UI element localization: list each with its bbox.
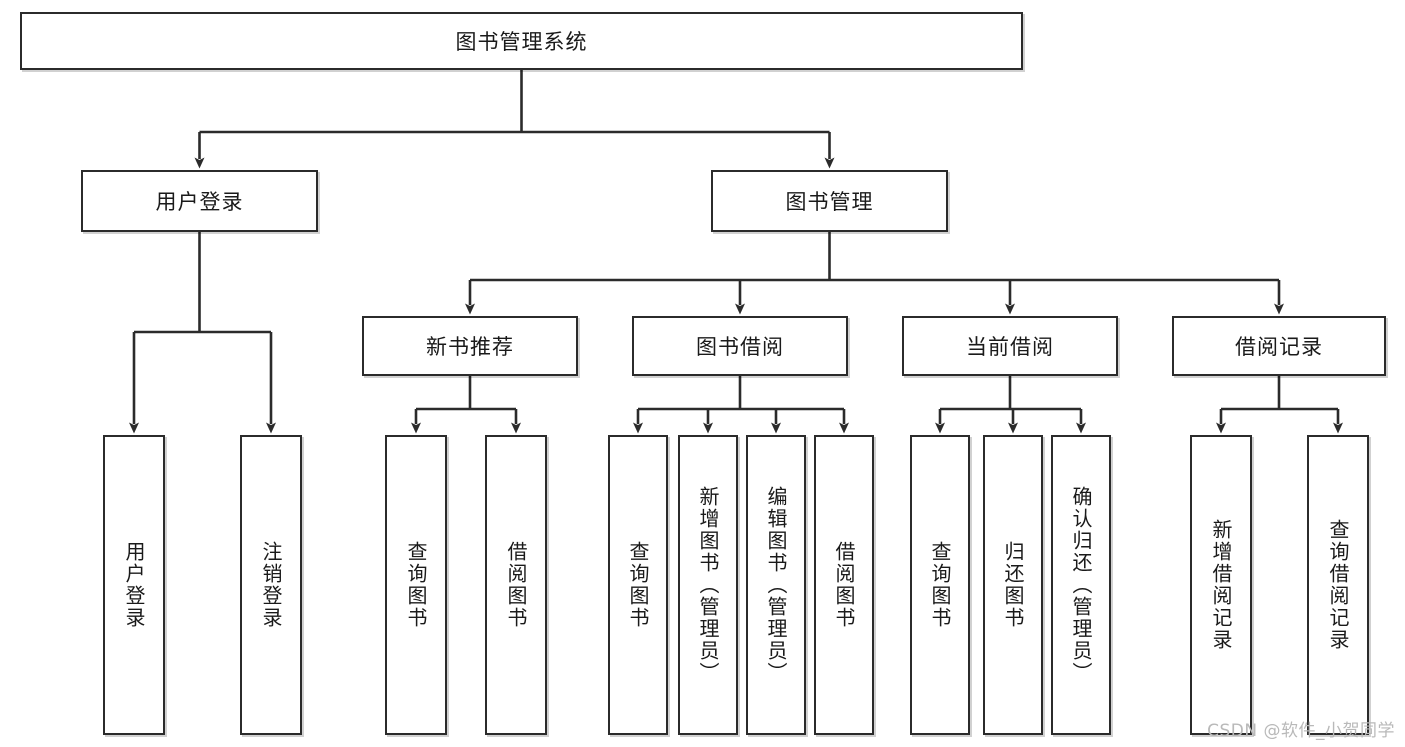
node-label: 查询图书 [404,541,428,629]
node-leaf-add-book[interactable]: 新增图书（管理员） [678,435,738,735]
node-leaf-query-record[interactable]: 查询借阅记录 [1307,435,1369,735]
node-label: 借阅记录 [1235,335,1323,359]
node-label: 归还图书 [1001,541,1025,629]
node-label: 确认归还（管理员） [1069,486,1093,684]
node-label: 当前借阅 [966,335,1054,359]
node-label: 查询借阅记录 [1326,519,1350,651]
node-label: 图书管理 [785,190,874,214]
node-label: 借阅图书 [504,541,528,629]
node-borrow-record[interactable]: 借阅记录 [1172,316,1386,376]
node-label: 借阅图书 [832,541,856,629]
node-leaf-confirm-return[interactable]: 确认归还（管理员） [1051,435,1111,735]
watermark-text: CSDN @软件_小贺同学 [1207,721,1395,741]
node-root[interactable]: 图书管理系统 [20,12,1023,70]
node-label: 新增图书（管理员） [696,486,720,684]
node-label: 用户登录 [122,541,146,629]
node-book-borrow[interactable]: 图书借阅 [632,316,848,376]
node-user-login[interactable]: 用户登录 [81,170,318,232]
node-leaf-borrow-book-2[interactable]: 借阅图书 [814,435,874,735]
node-leaf-query-book-1[interactable]: 查询图书 [385,435,447,735]
node-label: 编辑图书（管理员） [764,486,788,684]
node-label: 查询图书 [928,541,952,629]
node-current-borrow[interactable]: 当前借阅 [902,316,1118,376]
node-label: 新增借阅记录 [1209,519,1233,651]
node-leaf-query-book-3[interactable]: 查询图书 [910,435,970,735]
node-leaf-return-book[interactable]: 归还图书 [983,435,1043,735]
node-leaf-add-record[interactable]: 新增借阅记录 [1190,435,1252,735]
node-label: 用户登录 [155,190,244,214]
node-label: 新书推荐 [426,335,514,359]
node-leaf-user-login[interactable]: 用户登录 [103,435,165,735]
node-label: 图书管理系统 [455,30,588,54]
node-leaf-edit-book[interactable]: 编辑图书（管理员） [746,435,806,735]
node-new-book-rec[interactable]: 新书推荐 [362,316,578,376]
node-leaf-query-book-2[interactable]: 查询图书 [608,435,668,735]
node-label: 注销登录 [259,541,283,629]
node-book-manage[interactable]: 图书管理 [711,170,948,232]
node-label: 图书借阅 [696,335,784,359]
node-leaf-user-logout[interactable]: 注销登录 [240,435,302,735]
node-leaf-borrow-book-1[interactable]: 借阅图书 [485,435,547,735]
node-label: 查询图书 [626,541,650,629]
